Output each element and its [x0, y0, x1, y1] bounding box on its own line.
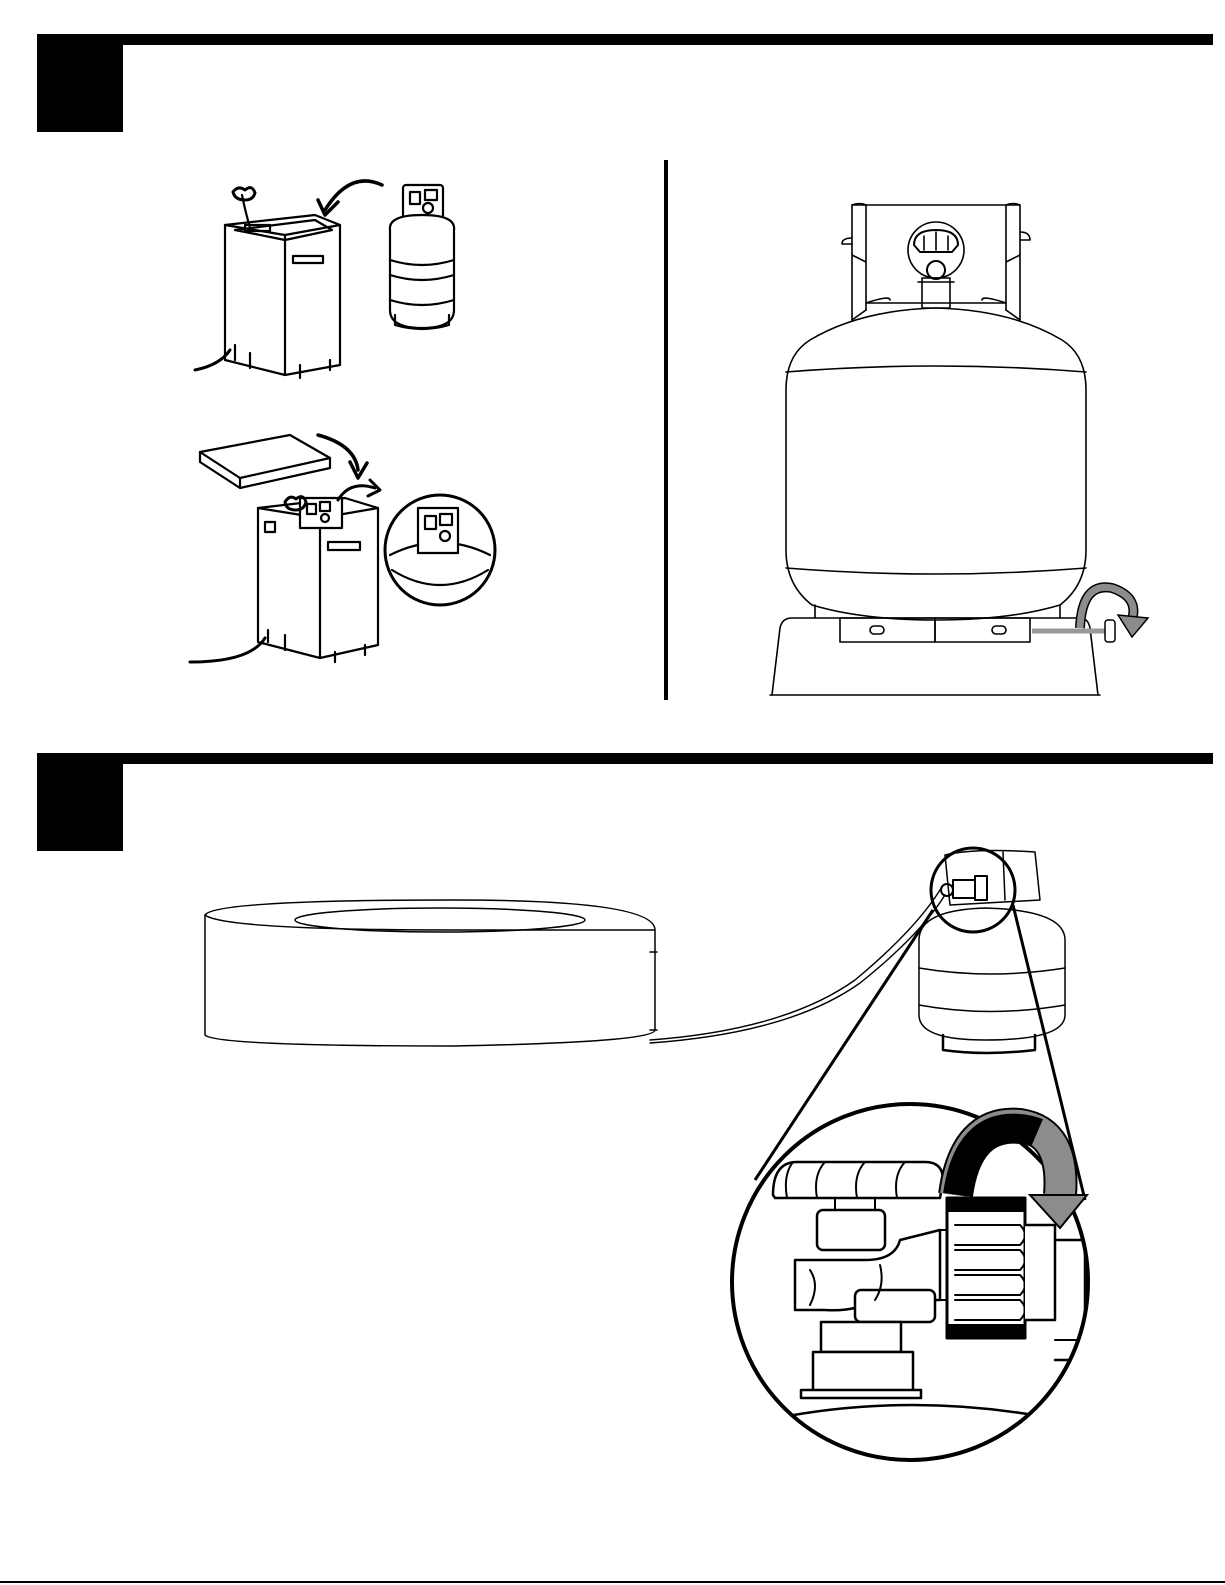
- tighten-regulator-detail-illustration: [725, 1100, 1105, 1465]
- place-tank-in-enclosure-illustration: [190, 170, 490, 385]
- connect-hose-to-fire-pit-illustration: [195, 840, 1095, 1060]
- step-1-divider: [664, 160, 668, 700]
- page-bottom-rule: [0, 1581, 1225, 1583]
- close-enclosure-lid-illustration: [190, 430, 500, 670]
- tank-with-collar-illustration: [770, 200, 1150, 700]
- step-1-header-bar: [37, 34, 1213, 45]
- step-2-header-bar: [37, 753, 1213, 764]
- step-2-number-box: [37, 756, 123, 851]
- step-1-number-box: [37, 37, 123, 132]
